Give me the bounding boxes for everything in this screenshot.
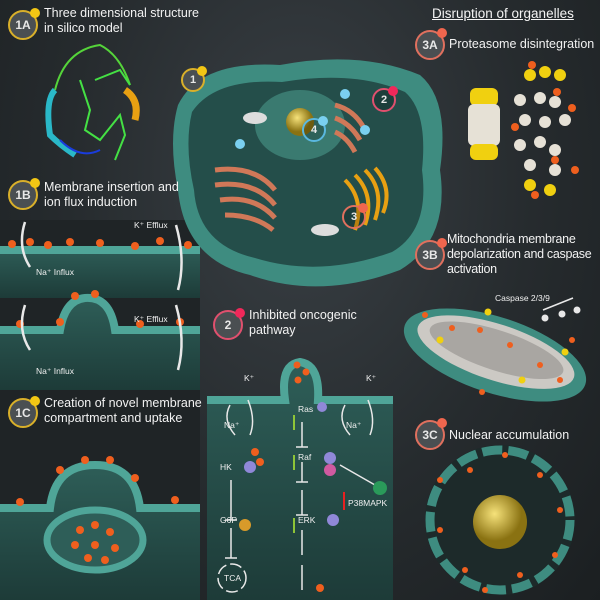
badge-2: 2 (213, 308, 245, 340)
badge-1c: 1C (8, 396, 40, 428)
g6p-label: G6P (220, 515, 238, 525)
mitochondrion (403, 308, 587, 402)
cell-marker-2: 2 (372, 86, 398, 112)
na-left-label: Na⁺ (224, 420, 240, 430)
cell-marker-4: 4 (302, 116, 328, 142)
k-efflux-label: K⁺ Efflux (134, 220, 168, 230)
flux-arrows (20, 221, 183, 371)
k-left-label: K⁺ (244, 373, 255, 383)
protein-structure-model (45, 43, 140, 161)
label-1a-line1: Three dimensional structure (44, 6, 199, 20)
badge-3b: 3B (415, 238, 447, 270)
golgi-er (214, 102, 368, 232)
membrane-1b (0, 246, 200, 298)
label-1c-line1: Creation of novel membrane (44, 396, 202, 410)
raf-label: Raf (298, 452, 312, 462)
caspase-label: Caspase 2/3/9 (495, 293, 550, 303)
p38mapk-label: P38MAPK (348, 498, 388, 508)
label-1c-line2: compartment and uptake (44, 411, 183, 425)
hk-label: HK (220, 462, 232, 472)
section-title: Disruption of organelles (432, 6, 574, 21)
label-1b-line2: ion flux induction (44, 195, 138, 209)
tca-label: TCA (224, 573, 241, 583)
na-right-label: Na⁺ (346, 420, 362, 430)
ras-label: Ras (298, 404, 314, 414)
badge-3a: 3A (415, 28, 447, 60)
proteasome (468, 61, 579, 199)
nucleus (425, 445, 575, 595)
label-3c: Nuclear accumulation (449, 428, 570, 442)
cell-illustration (173, 59, 443, 287)
na-influx-label-2: Na⁺ Influx (36, 366, 75, 376)
cell-marker-3: 3 (342, 203, 368, 229)
label-3b-line1: Mitochondria membrane (447, 232, 576, 246)
membrane-compartment (0, 460, 200, 600)
label-3b-line3: activation (447, 262, 497, 276)
label-2-line1: Inhibited oncogenic (249, 308, 357, 322)
k-right-label: K⁺ (366, 373, 377, 383)
label-3b-line2: depolarization and caspase (447, 247, 592, 261)
badge-1b: 1B (8, 178, 40, 210)
na-influx-label: Na⁺ Influx (36, 267, 75, 277)
label-2-line2: pathway (249, 323, 296, 337)
cell-marker-1: 1 (181, 66, 207, 92)
badge-3c: 3C (415, 418, 447, 450)
badge-1a: 1A (8, 8, 40, 40)
label-1b-line1: Membrane insertion and (44, 180, 179, 194)
pathway-panel (207, 357, 393, 600)
erk-label: ERK (298, 515, 316, 525)
k-efflux-label-2: K⁺ Efflux (134, 314, 168, 324)
peptides (8, 237, 192, 564)
label-1a-line2: in silico model (44, 21, 123, 35)
label-3a: Proteasome disintegration (449, 37, 595, 51)
membrane-bulge (0, 293, 200, 390)
